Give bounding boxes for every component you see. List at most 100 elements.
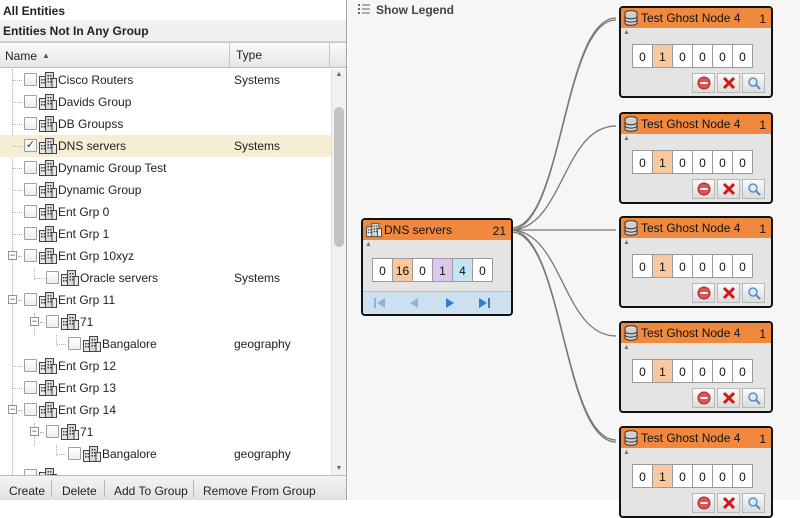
first-page-icon[interactable] bbox=[363, 292, 397, 314]
tree-row[interactable]: Ent Grp 1 bbox=[0, 223, 331, 245]
next-page-icon[interactable] bbox=[433, 292, 467, 314]
tree-row[interactable]: Bangalore geography bbox=[0, 443, 331, 465]
status-cell[interactable]: 1 bbox=[652, 254, 673, 278]
magnifier-icon[interactable] bbox=[742, 388, 765, 408]
minus-circle-icon[interactable] bbox=[692, 73, 715, 93]
status-cell[interactable]: 0 bbox=[692, 44, 713, 68]
tree-row[interactable]: Dynamic Group Test bbox=[0, 157, 331, 179]
row-checkbox[interactable] bbox=[24, 95, 37, 108]
status-cell[interactable]: 0 bbox=[712, 359, 733, 383]
status-cell[interactable]: 0 bbox=[672, 464, 693, 488]
previous-page-icon[interactable] bbox=[397, 292, 431, 314]
all-entities-header[interactable]: All Entities bbox=[0, 0, 346, 22]
ghost-node[interactable]: Test Ghost Node 4 1 ▲ 0 1 0 0 0 0 bbox=[619, 426, 773, 518]
dns-servers-node[interactable]: DNS servers 21 ▲ 0 16 0 1 4 0 bbox=[361, 218, 513, 316]
status-cell[interactable]: 16 bbox=[392, 258, 413, 282]
tree-row[interactable]: − Ent Grp 14 bbox=[0, 399, 331, 421]
collapse-toggle-icon[interactable]: − bbox=[30, 316, 39, 326]
remove-from-group-button[interactable]: Remove From Group bbox=[203, 484, 316, 498]
row-checkbox-checked[interactable]: ✓ bbox=[24, 139, 37, 152]
ghost-node[interactable]: Test Ghost Node 4 1 ▲ 0 1 0 0 0 0 bbox=[619, 321, 773, 413]
status-cell[interactable]: 0 bbox=[712, 44, 733, 68]
status-cell[interactable]: 1 bbox=[652, 464, 673, 488]
type-column-header[interactable]: Type bbox=[231, 43, 330, 68]
expand-arrow-icon[interactable]: ▲ bbox=[365, 241, 372, 248]
expand-arrow-icon[interactable]: ▲ bbox=[623, 344, 630, 351]
tree-row[interactable]: Davids Group bbox=[0, 91, 331, 113]
row-checkbox[interactable] bbox=[24, 403, 37, 416]
delete-x-icon[interactable] bbox=[717, 73, 740, 93]
status-cell[interactable]: 1 bbox=[432, 258, 453, 282]
row-checkbox[interactable] bbox=[24, 359, 37, 372]
status-cell[interactable]: 0 bbox=[412, 258, 433, 282]
last-page-icon[interactable] bbox=[467, 292, 501, 314]
minus-circle-icon[interactable] bbox=[692, 493, 715, 513]
tree-row[interactable]: Ent Grp 0 bbox=[0, 201, 331, 223]
collapse-toggle-icon[interactable]: − bbox=[8, 250, 17, 260]
row-checkbox[interactable] bbox=[24, 161, 37, 174]
ghost-node[interactable]: Test Ghost Node 4 1 ▲ 0 1 0 0 0 0 bbox=[619, 216, 773, 308]
status-cell[interactable]: 1 bbox=[652, 359, 673, 383]
status-cell[interactable]: 0 bbox=[732, 254, 753, 278]
status-cell[interactable]: 0 bbox=[692, 464, 713, 488]
status-cell[interactable]: 0 bbox=[672, 44, 693, 68]
show-legend-toggle[interactable]: Show Legend bbox=[376, 3, 454, 17]
minus-circle-icon[interactable] bbox=[692, 388, 715, 408]
delete-x-icon[interactable] bbox=[717, 179, 740, 199]
status-cell[interactable]: 0 bbox=[732, 359, 753, 383]
tree-row[interactable]: Bangalore geography bbox=[0, 333, 331, 355]
status-cell[interactable]: 0 bbox=[672, 150, 693, 174]
row-checkbox[interactable] bbox=[24, 249, 37, 262]
magnifier-icon[interactable] bbox=[742, 283, 765, 303]
status-cell[interactable]: 0 bbox=[632, 254, 653, 278]
tree-row[interactable]: Dynamic Group bbox=[0, 179, 331, 201]
status-cell[interactable]: 0 bbox=[632, 44, 653, 68]
status-cell[interactable]: 0 bbox=[692, 254, 713, 278]
add-to-group-button[interactable]: Add To Group bbox=[114, 484, 188, 498]
status-cell[interactable]: 0 bbox=[372, 258, 393, 282]
row-checkbox[interactable] bbox=[24, 381, 37, 394]
row-checkbox[interactable] bbox=[24, 205, 37, 218]
minus-circle-icon[interactable] bbox=[692, 283, 715, 303]
status-cell[interactable]: 1 bbox=[652, 44, 673, 68]
ghost-node[interactable]: Test Ghost Node 4 1 ▲ 0 1 0 0 0 0 bbox=[619, 6, 773, 98]
tree-scrollbar[interactable]: ▲ ▼ bbox=[331, 69, 346, 475]
name-column-header[interactable]: Name▲ bbox=[0, 43, 230, 68]
scrollbar-thumb[interactable] bbox=[334, 107, 344, 247]
expand-arrow-icon[interactable]: ▲ bbox=[623, 29, 630, 36]
legend-list-icon[interactable] bbox=[358, 4, 370, 14]
status-cell[interactable]: 0 bbox=[732, 150, 753, 174]
row-checkbox[interactable] bbox=[68, 337, 81, 350]
collapse-toggle-icon[interactable]: − bbox=[8, 404, 17, 414]
expand-arrow-icon[interactable]: ▲ bbox=[623, 449, 630, 456]
delete-x-icon[interactable] bbox=[717, 388, 740, 408]
row-checkbox[interactable] bbox=[24, 293, 37, 306]
ghost-node[interactable]: Test Ghost Node 4 1 ▲ 0 1 0 0 0 0 bbox=[619, 112, 773, 204]
row-checkbox[interactable] bbox=[46, 271, 59, 284]
status-cell[interactable]: 1 bbox=[652, 150, 673, 174]
delete-button[interactable]: Delete bbox=[62, 484, 97, 498]
expand-arrow-icon[interactable]: ▲ bbox=[623, 135, 630, 142]
delete-x-icon[interactable] bbox=[717, 493, 740, 513]
collapse-toggle-icon[interactable]: − bbox=[30, 426, 39, 436]
row-checkbox[interactable] bbox=[24, 183, 37, 196]
collapse-toggle-icon[interactable]: − bbox=[8, 294, 17, 304]
status-cell[interactable]: 4 bbox=[452, 258, 473, 282]
delete-x-icon[interactable] bbox=[717, 283, 740, 303]
status-cell[interactable]: 0 bbox=[472, 258, 493, 282]
status-cell[interactable]: 0 bbox=[632, 359, 653, 383]
scroll-up-icon[interactable]: ▲ bbox=[335, 71, 343, 78]
tree-row[interactable]: Ent Grp 12 bbox=[0, 355, 331, 377]
magnifier-icon[interactable] bbox=[742, 73, 765, 93]
tree-row[interactable]: − Ent Grp 10xyz bbox=[0, 245, 331, 267]
create-button[interactable]: Create bbox=[9, 484, 46, 498]
status-cell[interactable]: 0 bbox=[712, 464, 733, 488]
tree-row[interactable]: − Ent Grp 11 bbox=[0, 289, 331, 311]
status-cell[interactable]: 0 bbox=[672, 254, 693, 278]
entities-not-in-group-header[interactable]: Entities Not In Any Group bbox=[0, 20, 346, 42]
row-checkbox[interactable] bbox=[46, 315, 59, 328]
tree-row[interactable]: Ent Grp 13 bbox=[0, 377, 331, 399]
row-checkbox[interactable] bbox=[46, 425, 59, 438]
status-cell[interactable]: 0 bbox=[632, 464, 653, 488]
tree-row[interactable]: Cisco Routers Systems bbox=[0, 69, 331, 91]
